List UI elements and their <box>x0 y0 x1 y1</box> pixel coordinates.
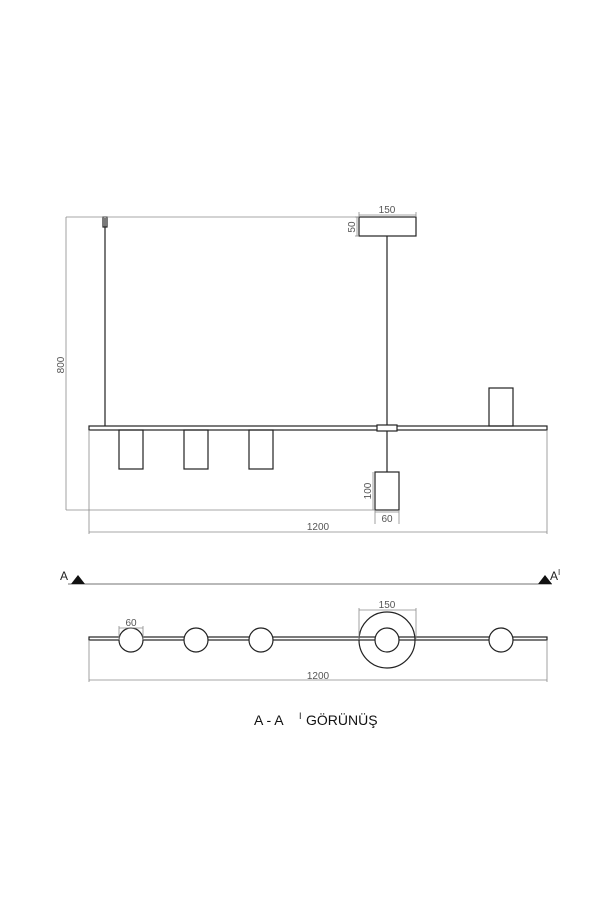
dim-shade-width-label: 60 <box>381 514 393 525</box>
dim-canopy-width-label: 150 <box>379 205 396 216</box>
plan-view: 60 150 1200 <box>88 600 548 682</box>
plan-shade-4 <box>374 627 400 653</box>
dimension-total-height: 800 <box>56 216 375 511</box>
section-label-right: A <box>550 569 558 583</box>
caption-prime: I <box>299 711 302 721</box>
horizontal-bar <box>88 425 548 431</box>
dimension-shade-height: 100 <box>363 472 374 510</box>
dim-total-length-label: 1200 <box>307 522 330 533</box>
plan-dimension-shade: 60 <box>118 618 144 640</box>
dimension-total-length: 1200 <box>88 430 548 534</box>
section-label-right-prime: I <box>558 568 560 577</box>
plan-dim-length-label: 1200 <box>307 671 330 682</box>
dimension-canopy-height: 50 <box>347 216 359 237</box>
plan-dim-canopy-label: 150 <box>379 600 396 611</box>
dimension-canopy-width: 150 <box>358 205 417 217</box>
dim-canopy-height-label: 50 <box>347 221 358 233</box>
section-arrow-left <box>71 575 85 584</box>
spot-shade-up <box>488 387 514 427</box>
plan-dimension-canopy: 150 <box>358 600 417 640</box>
section-label-left: A <box>60 569 68 583</box>
elevation-view: 150 50 800 100 60 <box>56 205 548 534</box>
spot-shade-down-4 <box>374 471 400 511</box>
plan-horizontal-bar <box>88 636 548 641</box>
plan-shade-3 <box>248 627 274 653</box>
dimension-shade-width: 60 <box>374 510 400 525</box>
plan-dimension-length: 1200 <box>88 640 548 682</box>
dim-shade-height-label: 100 <box>363 482 374 499</box>
plan-dim-shade-label: 60 <box>125 618 137 629</box>
ceiling-canopy <box>358 216 417 237</box>
plan-shade-5 <box>488 627 514 653</box>
section-arrow-right <box>538 575 552 584</box>
section-mark: A A I <box>60 568 560 585</box>
spot-shade-down-2 <box>183 429 209 470</box>
view-caption: A - A I GÖRÜNÜŞ <box>254 711 378 728</box>
caption-suffix: GÖRÜNÜŞ <box>306 711 378 728</box>
dim-total-height-label: 800 <box>56 356 67 373</box>
plan-shade-2 <box>183 627 209 653</box>
spot-shade-down-3 <box>248 429 274 470</box>
caption-prefix: A - A <box>254 712 284 728</box>
spot-shade-down-1 <box>118 429 144 470</box>
bar-joint <box>376 424 398 432</box>
plan-shade-1 <box>118 627 144 653</box>
